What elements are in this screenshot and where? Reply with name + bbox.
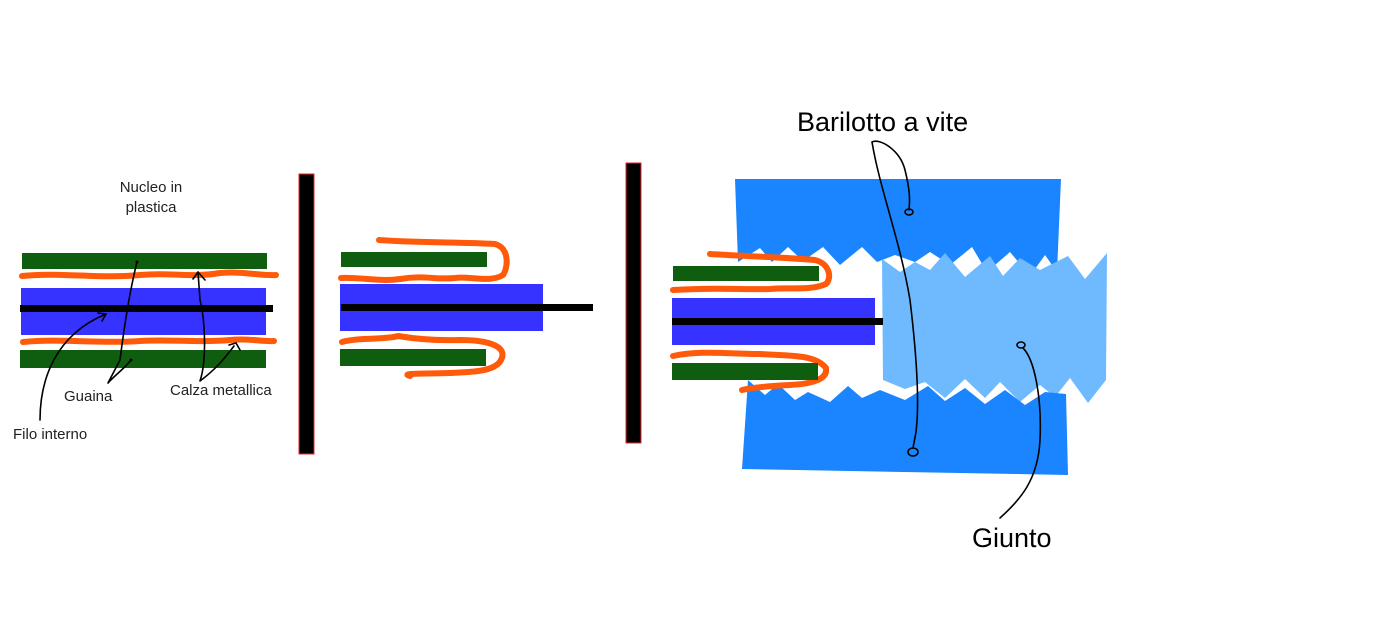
braid-top: [19, 269, 279, 280]
divider-2: [625, 162, 642, 444]
stage-braid-folded: [338, 237, 593, 379]
jacket-top: [22, 253, 267, 269]
jacket-bottom: [340, 349, 486, 366]
pointer-inner-wire: [39, 312, 108, 421]
jacket-top: [673, 266, 819, 281]
label-jacket: Guaina: [64, 388, 113, 405]
inner-wire: [672, 318, 883, 325]
jacket-top: [341, 252, 487, 267]
inner-wire: [341, 304, 593, 311]
divider-1: [298, 173, 315, 455]
joint: [882, 253, 1107, 403]
screw-barrel-bottom: [742, 380, 1068, 475]
label-inner-wire: Filo interno: [13, 426, 87, 443]
pointer-braid: [192, 270, 241, 382]
braid-bottom-folded: [339, 333, 506, 379]
stage-cable-section: Nucleo in plastica Guaina Calza metallic…: [13, 179, 279, 443]
jacket-bottom: [672, 363, 818, 380]
pointer-joint: [999, 347, 1042, 519]
braid-bottom: [20, 336, 277, 345]
label-braid: Calza metallica: [170, 382, 272, 399]
pointer-barrel: [871, 140, 919, 449]
braid-bottom-folded: [670, 349, 830, 393]
label-screw-barrel: Barilotto a vite: [797, 107, 968, 137]
pointer-jacket: [107, 261, 138, 384]
braid-top-folded: [338, 237, 510, 283]
braid-top-folded: [670, 251, 833, 293]
label-joint: Giunto: [972, 523, 1052, 553]
label-core: Nucleo in: [120, 179, 183, 196]
screw-barrel-top: [735, 179, 1061, 276]
inner-wire: [20, 305, 273, 312]
label-core-line2: plastica: [126, 199, 178, 216]
stage-connector-mounted: Barilotto a vite Giunto: [670, 107, 1107, 553]
